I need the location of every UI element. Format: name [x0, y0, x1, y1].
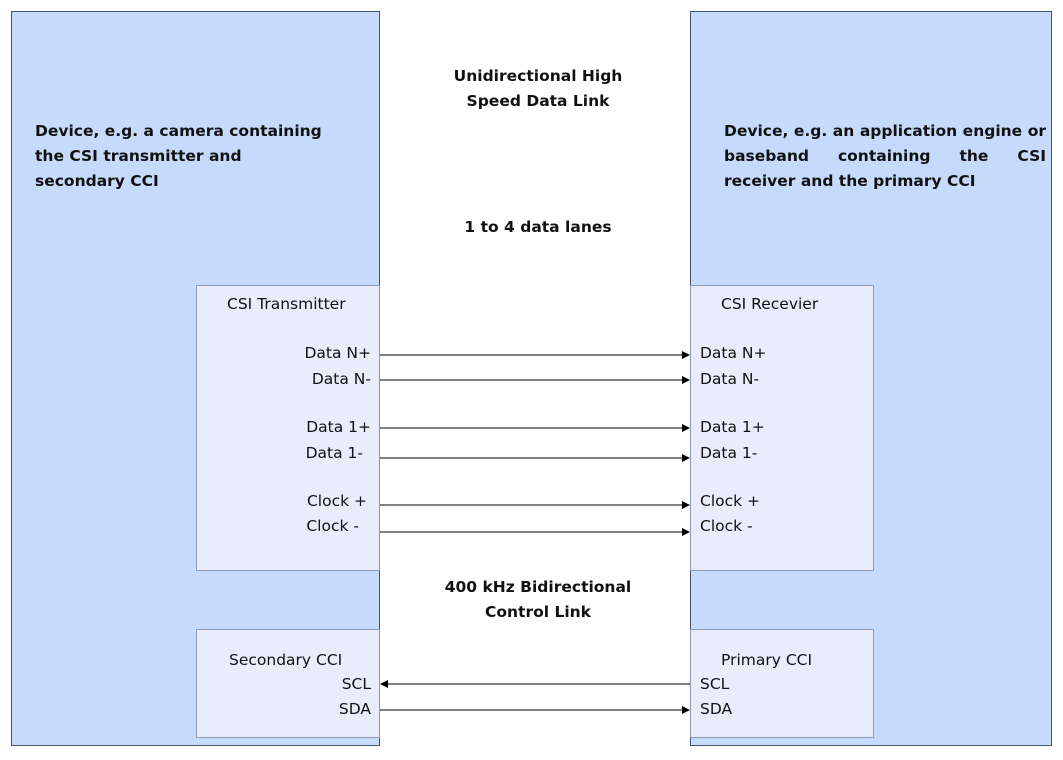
signal-arrow-clock-plus: [380, 501, 690, 509]
rx-pin-clock-minus: Clock -: [700, 517, 753, 535]
signal-arrow-data-1plus: [380, 424, 690, 432]
secondary-pin-sda: SDA: [338, 700, 371, 718]
primary-cci-block: Primary CCI SCL SDA: [690, 629, 874, 738]
tx-pin-data-1-minus: Data 1-: [305, 444, 363, 462]
secondary-pin-scl: SCL: [341, 675, 371, 693]
csi-receiver-block: CSI Recevier Data N+ Data N- Data 1+ Dat…: [690, 285, 874, 571]
high-speed-link-label: Unidirectional High Speed Data Link: [420, 64, 656, 114]
control-link-label-line2: Control Link: [484, 603, 591, 621]
primary-cci-title: Primary CCI: [721, 651, 813, 669]
signal-arrow-data-nminus: [380, 376, 690, 384]
tx-pin-clock-minus: Clock -: [306, 517, 359, 535]
signal-arrow-data-nplus: [380, 351, 690, 359]
signal-arrow-clock-minus: [380, 528, 690, 536]
signal-arrow-sda: [380, 706, 690, 714]
rx-pin-clock-plus: Clock +: [700, 492, 761, 510]
signal-arrow-scl: [380, 680, 690, 688]
data-lanes-label: 1 to 4 data lanes: [464, 218, 612, 236]
csi-transmitter-title: CSI Transmitter: [227, 295, 346, 313]
control-link-label: 400 kHz Bidirectional Control Link: [412, 575, 664, 625]
rx-pin-data-n-minus: Data N-: [700, 370, 760, 388]
rx-pin-data-n-plus: Data N+: [700, 344, 767, 362]
rx-pin-data-1-plus: Data 1+: [700, 418, 765, 436]
tx-pin-clock-plus: Clock +: [306, 492, 367, 510]
primary-pin-scl: SCL: [700, 675, 730, 693]
high-speed-link-label-line1: Unidirectional High: [453, 67, 623, 85]
application-engine-device-label: Device, e.g. an application engine or ba…: [724, 122, 1046, 190]
tx-pin-data-n-minus: Data N-: [311, 370, 371, 388]
csi-transmitter-block: CSI Transmitter Data N+ Data N- Data 1+ …: [196, 285, 380, 571]
primary-pin-sda: SDA: [700, 700, 733, 718]
high-speed-link-label-line2: Speed Data Link: [466, 92, 610, 110]
secondary-cci-title: Secondary CCI: [229, 651, 343, 669]
control-link-label-line1: 400 kHz Bidirectional: [444, 578, 632, 596]
secondary-cci-block: Secondary CCI SCL SDA: [196, 629, 380, 738]
tx-pin-data-1-plus: Data 1+: [306, 418, 371, 436]
signal-arrow-data-1minus: [380, 454, 690, 462]
tx-pin-data-n-plus: Data N+: [304, 344, 371, 362]
rx-pin-data-1-minus: Data 1-: [700, 444, 758, 462]
csi-receiver-title: CSI Recevier: [721, 295, 819, 313]
camera-device-label: Device, e.g. a camera containing the CSI…: [35, 122, 322, 190]
